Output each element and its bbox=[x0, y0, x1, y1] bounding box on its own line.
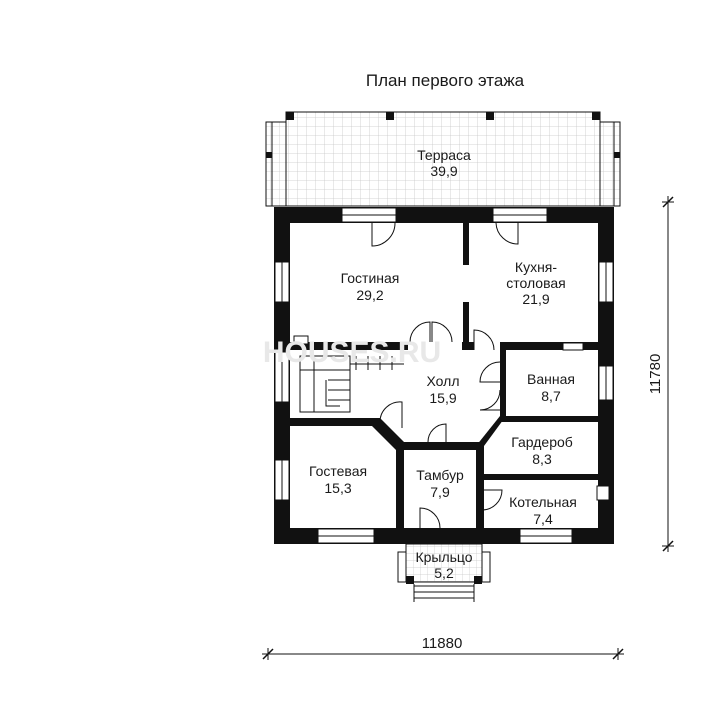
terrace bbox=[265, 111, 621, 207]
porch bbox=[397, 543, 491, 602]
room-area-kitchen: 21,9 bbox=[522, 291, 549, 307]
room-name-porch: Крыльцо bbox=[415, 549, 472, 565]
room-area-guest: 15,3 bbox=[324, 480, 351, 496]
room-area-boiler: 7,4 bbox=[533, 511, 553, 527]
room-name-kitchen: Кухня- bbox=[515, 259, 557, 275]
room-area-living: 29,2 bbox=[356, 287, 383, 303]
room-area-vestibule: 7,9 bbox=[430, 484, 450, 500]
watermark: HOUSES.RU bbox=[263, 336, 441, 369]
room-area-hall: 15,9 bbox=[429, 390, 456, 406]
windows bbox=[274, 207, 614, 544]
dimension-depth bbox=[662, 196, 674, 552]
room-name-living: Гостиная bbox=[341, 270, 400, 286]
room-name-wardrobe: Гардероб bbox=[511, 434, 573, 450]
room-area-wardrobe: 8,3 bbox=[532, 451, 552, 467]
room-area-terrace: 39,9 bbox=[430, 163, 457, 179]
room-name-guest: Гостевая bbox=[309, 463, 367, 479]
dimension-width-label: 11880 bbox=[422, 635, 463, 652]
room-name-hall: Холл bbox=[427, 373, 460, 389]
room-name-vestibule: Тамбур bbox=[416, 467, 464, 483]
interior-walls bbox=[290, 223, 598, 528]
stairs bbox=[293, 335, 404, 413]
doors bbox=[371, 222, 519, 529]
room-name-kitchen-2: столовая bbox=[506, 275, 566, 291]
terrace-post bbox=[592, 112, 600, 120]
dimension-width bbox=[262, 648, 624, 660]
terrace-post bbox=[386, 112, 394, 120]
plan-title: План первого этажа bbox=[366, 71, 525, 90]
room-name-boiler: Котельная bbox=[509, 494, 577, 510]
room-name-terrace: Терраса bbox=[417, 147, 471, 163]
room-name-bath: Ванная bbox=[527, 371, 575, 387]
room-area-porch: 5,2 bbox=[434, 565, 454, 581]
terrace-post bbox=[286, 112, 294, 120]
fixtures bbox=[562, 342, 610, 501]
dimension-depth-label: 11780 bbox=[647, 354, 664, 395]
room-area-bath: 8,7 bbox=[541, 388, 561, 404]
terrace-post bbox=[486, 112, 494, 120]
